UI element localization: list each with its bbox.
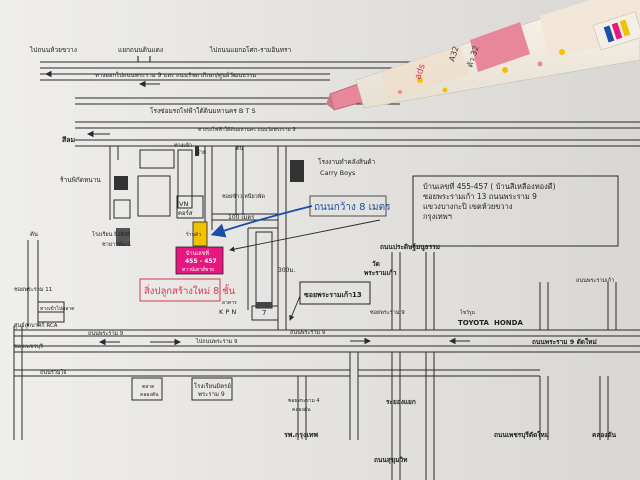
label-factory-brand: Carry Boys — [320, 169, 356, 177]
pen-icon: A32 ตัว 32 ads — [326, 0, 640, 111]
label-wat-name: พระรามเก้า — [364, 268, 397, 277]
label-kpn-num: 7 — [262, 309, 266, 317]
label-shop: คอร์ส — [178, 209, 193, 217]
info-line-4: กรุงเทพฯ — [423, 212, 452, 221]
dark-block-left — [114, 176, 128, 190]
label-rama9-bridge-b: พระราม 9 — [198, 391, 225, 398]
label-vn: VN — [179, 200, 188, 208]
label-expressway-exit: ทางออกไปถนนพระราม 9 และ ถนนรัชดาภิเษก/ศู… — [95, 71, 256, 79]
label-target-sub: ทาวน์เฮาส์ขาย — [182, 266, 214, 273]
label-bts: โรงซ่อมรถไฟฟ้าใต้ดินมหานคร B T S — [150, 107, 256, 115]
label-distance: 100 เมตร — [228, 214, 255, 221]
dark-block-kpn — [256, 302, 272, 308]
rama9-roads — [14, 329, 640, 377]
label-soi-down-a: ซอยพระราม 4 — [288, 398, 320, 404]
label-hospital: รพ.กรุงเทพ — [284, 431, 318, 439]
pen-text-c: ads — [413, 62, 428, 81]
label-target-building-a: ร้านค้า — [186, 231, 202, 238]
label-kpn-b: K P N — [219, 308, 236, 316]
label-lane-c: ตัน — [236, 145, 244, 152]
hatched-left — [116, 228, 130, 246]
label-market: ร้านพิกัดหนาน — [60, 176, 101, 184]
label-rama9-2: ไปถนนพระราม 9 — [195, 338, 238, 345]
label-school-b: ซายาาพัฒน์ — [102, 241, 131, 248]
target-yellow-building — [192, 221, 208, 247]
dark-block-mid — [195, 146, 199, 156]
label-service-road: ทางรถไฟฟ้าใต้ดินมหานคร ถนนวัดพระราม 9 — [198, 126, 296, 133]
info-text: บ้านเลขที่ 455-457 ( บ้านสีเหลืองทองดี) … — [413, 176, 618, 246]
info-line-1: บ้านเลขที่ 455-457 ( บ้านสีเหลืองทองดี) — [423, 182, 556, 191]
label-left-bottom: ถนนร่วมใจ — [40, 369, 66, 376]
label-soi-down-b: คลองตัน — [292, 407, 311, 413]
label-center-block-a: ตลาด — [142, 384, 154, 390]
left-roads — [13, 240, 65, 440]
label-asok-road: ถนนเพชรบุรีตัดใหม่ — [494, 430, 549, 439]
handwritten-target-box — [139, 278, 221, 302]
info-line-2: ซอยพระรามเก้า 13 ถนนพระราม 9 — [423, 192, 537, 201]
right-roads — [391, 252, 617, 330]
label-rama9-road: ถนนพระราม 9 — [88, 331, 124, 337]
info-box — [412, 175, 619, 247]
label-top-road-mid: แยกถนนดินแดง — [118, 46, 163, 54]
label-toyota: TOYOTA — [458, 319, 489, 327]
label-left-street: ซอยเพชรบุรี — [14, 343, 43, 350]
label-left-building: ทางเข้าไปตลาด — [40, 305, 75, 312]
label-left-top: ตัน — [30, 231, 38, 238]
central-blocks — [109, 146, 287, 330]
label-rama9-right: ถนนพระราม 9 — [290, 330, 326, 336]
label-lane-b: ซ้าย — [196, 149, 206, 156]
label-rama9-bridge-a: โรงเรียนมิตรย์ — [194, 382, 231, 390]
label-top-road-right: ไปถนนแยกอโศก-รามอินทรา — [209, 46, 292, 54]
label-soi-11: ซอยพระราม 11 — [14, 286, 52, 293]
blue-arrow — [210, 205, 313, 238]
label-kpn-a: อาคาร — [222, 300, 237, 306]
label-wat: วัด — [372, 260, 380, 268]
handwritten-target-note: สิ่งปลูกสร้างใหม่ 8 ชั้น — [144, 284, 236, 297]
label-target-number: 455 - 457 — [185, 258, 217, 265]
label-sukhumvit: ถนนสุขุมวิท — [374, 456, 407, 464]
label-target-title: บ้านเลขที่ — [186, 249, 209, 257]
info-line-3: แขวงบางกะปิ เขตห้วยขวาง — [423, 202, 513, 211]
label-center-block-b: คลองตัน — [140, 392, 159, 398]
label-factory: โรงงานทำคลังสินค้า — [318, 158, 376, 166]
label-soi-box: ซอยพระรามเก้า13 — [304, 290, 362, 299]
label-intersection-mid: ระยองแยก — [386, 398, 416, 406]
label-toyota-small: โชว์รูม — [460, 309, 475, 316]
label-300m: 300ม. — [278, 267, 295, 274]
label-lane-a: ทางเข้า — [174, 142, 192, 149]
label-rama9-intersect: ถนนพระราม 9 ตัดใหม่ — [532, 337, 597, 346]
label-soi9: ซอยพระราม 9 — [370, 309, 405, 316]
label-side: สีลม — [61, 136, 75, 144]
lower-blocks — [131, 352, 609, 480]
label-khlongtan: คลองตัน — [592, 431, 617, 439]
label-alley: ซอยข้าวเหนียวพัด — [222, 193, 265, 200]
label-right-top-road: ถนนพระรามเก้า — [576, 277, 614, 284]
label-cinema: ศูนย์ลูกบาศก์ RCA — [14, 322, 58, 329]
pointer-arrow — [229, 219, 381, 252]
label-top-road-left: ไปถนนห้วยขวาง — [29, 46, 77, 54]
label-honda: HONDA — [494, 319, 523, 327]
target-pink-box — [175, 246, 224, 275]
label-school-a: โรงเรียน ยิงสิทธิ — [92, 230, 130, 238]
soi-box — [299, 281, 371, 305]
dark-block-right — [290, 160, 304, 182]
label-ratchada: ถนนประดิษฐ์มนูธรรม — [380, 243, 440, 252]
handwritten-road-note: ถนนกว้าง 8 เมตร — [314, 201, 391, 213]
